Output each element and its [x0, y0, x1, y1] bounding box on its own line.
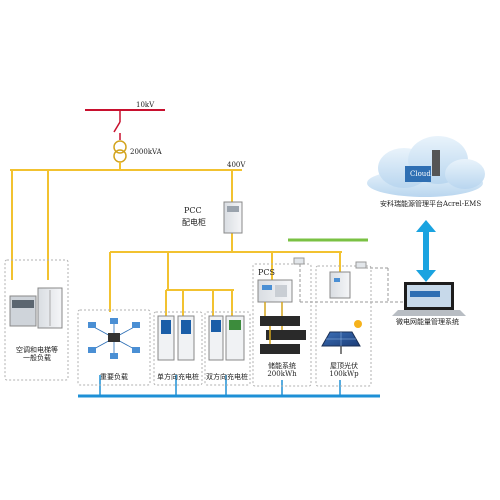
dashed-link — [299, 264, 405, 303]
storage-label: 储能系统 200kWh — [254, 362, 310, 378]
general-load-line1: 空调和电梯等 — [16, 346, 58, 354]
pcs-label: PCS — [258, 268, 275, 277]
camera-icon — [293, 257, 367, 269]
transformer-rating-label: 2000kVA — [130, 148, 162, 156]
storage-line2: 200kWh — [267, 370, 297, 379]
general-load-line2: 一般负载 — [23, 354, 51, 363]
microgrid-system-label: 微电网能量管理系统 — [396, 318, 459, 326]
important-load-label: 重要负载 — [100, 373, 128, 381]
cloud-label: Cloud — [410, 170, 431, 178]
oneway-charger-box — [153, 311, 203, 386]
laptop-icon — [392, 282, 466, 316]
platform-name: 安科瑞能源管理平台Acrel-EMS — [380, 200, 482, 208]
important-load-box — [77, 309, 151, 386]
transformer-icon — [113, 140, 127, 170]
main-power-bus — [10, 169, 342, 316]
pv-line2: 100kWp — [329, 370, 359, 379]
solar-panel-icon — [321, 331, 361, 354]
link-arrow — [416, 220, 436, 282]
pv-line1: 屋顶光伏 — [330, 362, 358, 370]
hv-voltage-label: 10kV — [136, 101, 155, 109]
hv-feeder — [85, 109, 165, 140]
sun-icon — [354, 320, 362, 328]
rooftop-pv-box — [315, 265, 372, 387]
general-load-box — [4, 259, 69, 381]
pcc-title: PCC — [184, 206, 202, 215]
pcc-cabinet — [223, 201, 243, 234]
general-load-label: 空调和电梯等 一般负载 — [8, 346, 66, 362]
oneway-charger-label: 单方向充电桩 — [157, 373, 199, 381]
twoway-charger-box — [204, 311, 251, 386]
storage-system-box — [252, 263, 312, 387]
storage-line1: 储能系统 — [268, 362, 296, 370]
pcc-subtitle: 配电柜 — [182, 218, 206, 227]
pv-label: 屋顶光伏 100kWp — [317, 362, 371, 378]
lv-voltage-label: 400V — [227, 161, 246, 169]
twoway-charger-label: 双方向充电桩 — [206, 373, 248, 381]
cloud-icon — [367, 136, 485, 197]
